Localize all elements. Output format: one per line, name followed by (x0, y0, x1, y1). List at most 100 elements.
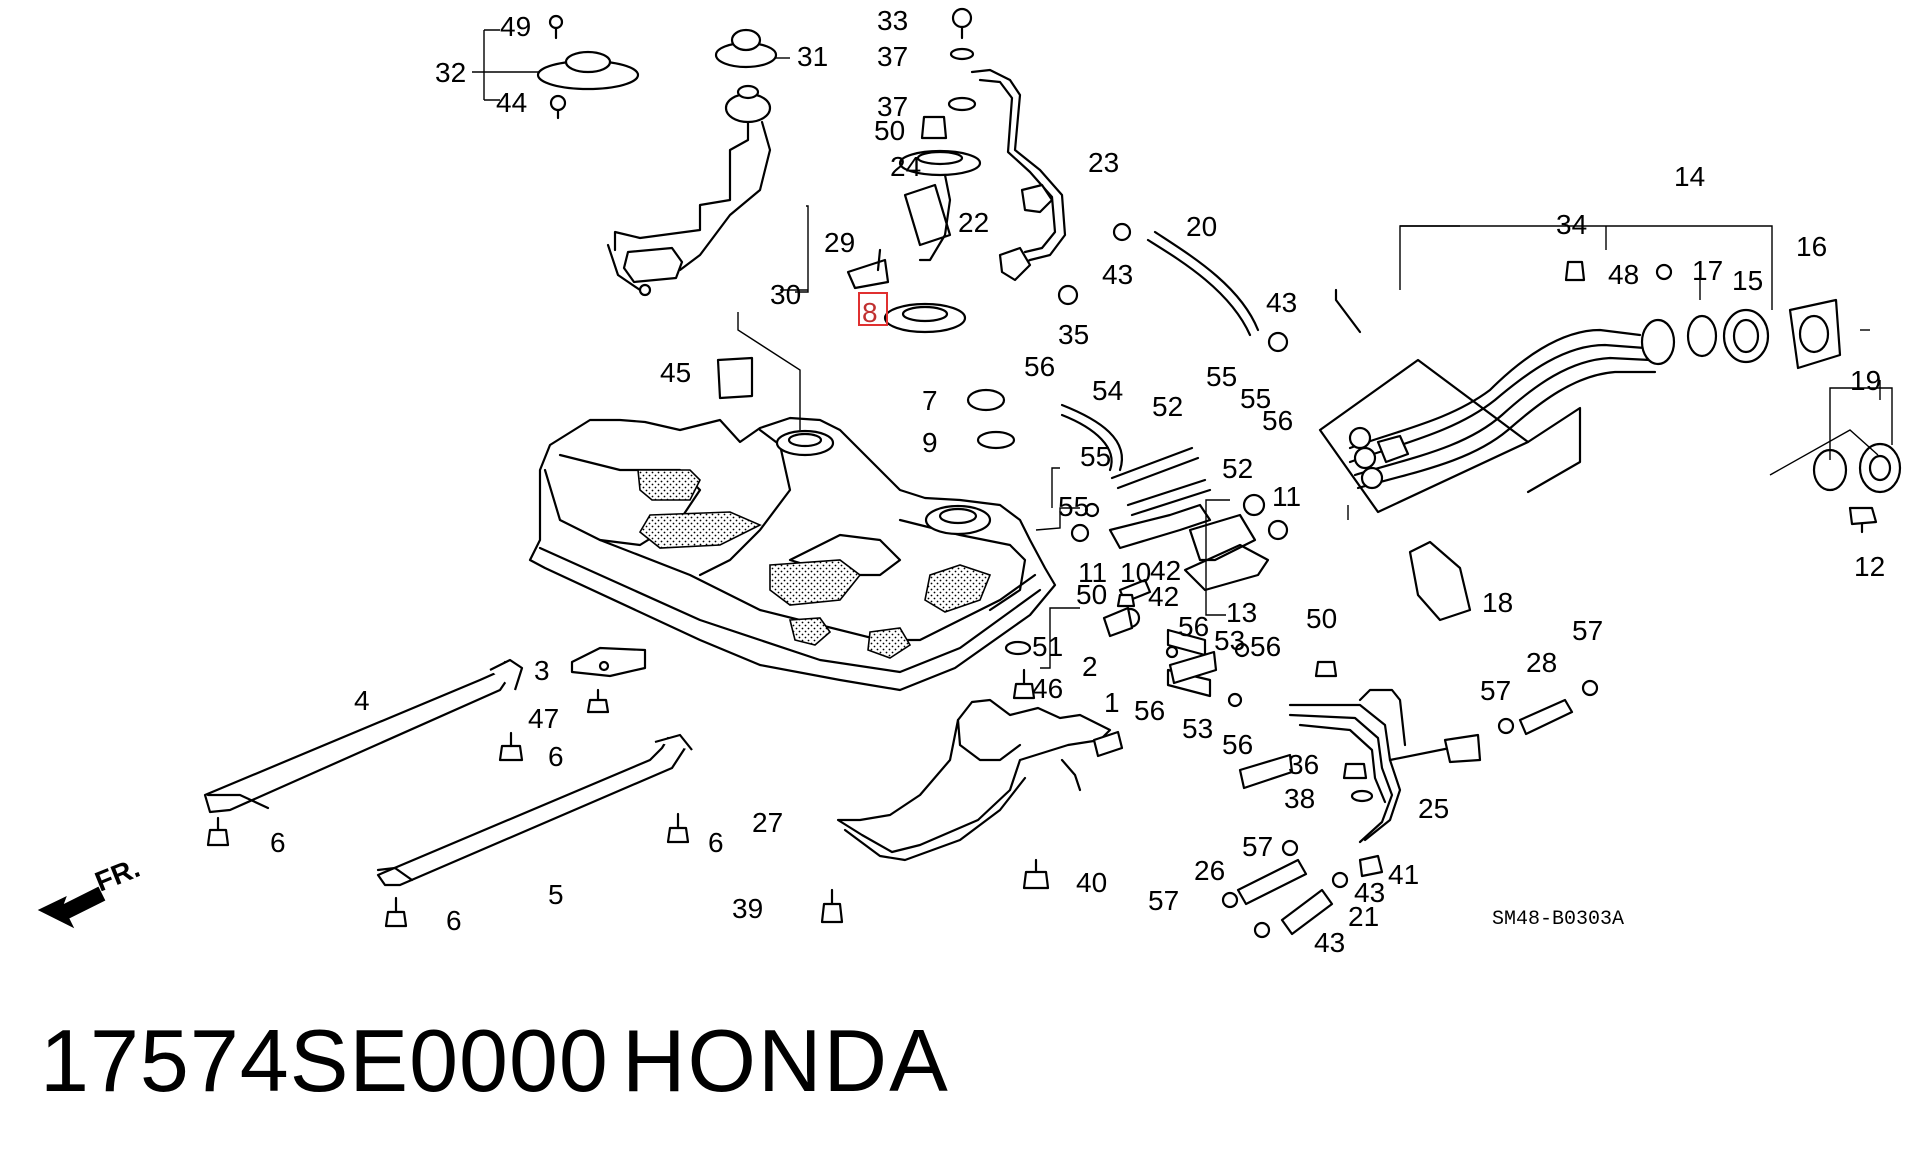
callout-43d: 43 (1314, 927, 1345, 958)
callout-18: 18 (1482, 587, 1513, 618)
callout-20: 20 (1186, 211, 1217, 242)
callout-26: 26 (1194, 855, 1225, 886)
front-direction-arrow: FR. (37, 852, 144, 929)
callout-37b: 37 (877, 91, 908, 122)
callout-13: 13 (1226, 597, 1257, 628)
callout-56a: 56 (1024, 351, 1055, 382)
callout-21: 21 (1348, 901, 1379, 932)
top-small-parts (536, 7, 1289, 450)
callout-11a: 11 (1272, 481, 1301, 512)
callout-55b: 55 (1240, 383, 1271, 414)
callout-56b: 56 (1262, 405, 1293, 436)
callout-50c: 50 (1306, 603, 1337, 634)
callout-32: 32 (435, 57, 466, 88)
callout-14: 14 (1674, 161, 1705, 192)
callout-35: 35 (1058, 319, 1089, 350)
callout-50a: 50 (874, 115, 905, 146)
callout-42a: 42 (1150, 555, 1181, 586)
callout-1: 1 (1104, 687, 1120, 718)
tank-guard (836, 698, 1112, 862)
callout-numbers: 49 32 44 31 33 37 37 50 24 23 22 29 30 8… (270, 5, 1885, 958)
callout-57a: 57 (1242, 831, 1273, 862)
callout-6a: 6 (548, 741, 564, 772)
callout-46: 46 (1032, 673, 1063, 704)
callout-4: 4 (354, 685, 370, 716)
callout-57b: 57 (1148, 885, 1179, 916)
callout-52a: 52 (1152, 391, 1183, 422)
callout-52b: 52 (1222, 453, 1253, 484)
callout-31: 31 (797, 41, 828, 72)
fuel-pump-assembly (846, 149, 982, 334)
callout-47: 47 (528, 703, 559, 734)
callout-27: 27 (752, 807, 783, 838)
highlighted-part-marker (858, 292, 888, 326)
callout-50b: 50 (1076, 579, 1107, 610)
callout-43b: 43 (1266, 287, 1297, 318)
fuel-sender-assembly (606, 84, 772, 297)
callout-55a: 55 (1206, 361, 1237, 392)
diagram-code: SM48-B0303A (1492, 908, 1625, 931)
callout-56c: 56 (1178, 611, 1209, 642)
callout-33: 33 (877, 5, 908, 36)
callout-11b: 11 (1078, 557, 1107, 588)
callout-28: 28 (1526, 647, 1557, 678)
callout-54: 54 (1092, 375, 1123, 406)
callout-37a: 37 (877, 41, 908, 72)
callout-43c: 43 (1354, 877, 1385, 908)
right-side-parts (1334, 260, 1902, 622)
callout-45: 45 (660, 357, 691, 388)
lower-lines (1221, 679, 1599, 939)
callout-56d: 56 (1250, 631, 1281, 662)
callout-51: 51 (1032, 631, 1063, 662)
callout-8-highlighted: 8 (862, 297, 878, 328)
callout-56f: 56 (1222, 729, 1253, 760)
callout-38: 38 (1284, 783, 1315, 814)
leader-lines (472, 29, 1893, 669)
part-number: 17574SE0000 (40, 1011, 609, 1110)
callout-2: 2 (1082, 651, 1098, 682)
callout-44: 44 (496, 87, 527, 118)
callout-56e: 56 (1134, 695, 1165, 726)
callout-16: 16 (1796, 231, 1827, 262)
callout-5: 5 (548, 879, 564, 910)
callout-9: 9 (922, 427, 938, 458)
callout-15: 15 (1732, 265, 1763, 296)
callout-17: 17 (1692, 255, 1723, 286)
callout-7: 7 (922, 385, 938, 416)
filler-neck (1318, 318, 1676, 514)
callout-23: 23 (1088, 147, 1119, 178)
callout-53a: 53 (1214, 625, 1245, 656)
callout-30: 30 (770, 279, 801, 310)
callout-19: 19 (1850, 365, 1881, 396)
callout-57d: 57 (1572, 615, 1603, 646)
fr-label: FR. (91, 852, 144, 898)
callout-49: 49 (500, 11, 531, 42)
bracket-3 (570, 646, 647, 678)
callout-25: 25 (1418, 793, 1449, 824)
callout-22: 22 (958, 207, 989, 238)
callout-3: 3 (534, 655, 550, 686)
callout-34: 34 (1556, 209, 1587, 240)
callout-10: 10 (1120, 557, 1151, 588)
callout-36: 36 (1288, 749, 1319, 780)
brand-name: HONDA (622, 1011, 950, 1110)
callout-55d: 55 (1058, 491, 1089, 522)
bolt-fasteners (206, 593, 1384, 928)
fuel-tank (528, 416, 1057, 692)
callout-42b: 42 (1148, 581, 1179, 612)
callout-6b: 6 (270, 827, 286, 858)
callout-48: 48 (1608, 259, 1639, 290)
callout-41: 41 (1388, 859, 1419, 890)
callout-43a: 43 (1102, 259, 1133, 290)
callout-24: 24 (890, 151, 921, 182)
callout-29: 29 (824, 227, 855, 258)
callout-6c: 6 (708, 827, 724, 858)
tank-straps (203, 658, 693, 887)
callout-40: 40 (1076, 867, 1107, 898)
callout-55c: 55 (1080, 441, 1111, 472)
callout-53b: 53 (1182, 713, 1213, 744)
callout-12: 12 (1854, 551, 1885, 582)
callout-39: 39 (732, 893, 763, 924)
